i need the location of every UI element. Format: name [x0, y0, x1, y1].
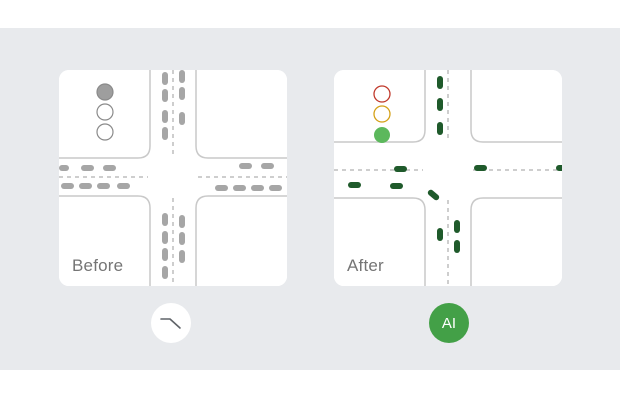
car — [437, 228, 443, 241]
traffic-light-middle — [96, 103, 114, 121]
before-intersection — [59, 70, 287, 286]
block-top-left — [59, 70, 151, 159]
car — [179, 112, 185, 125]
car — [233, 185, 246, 191]
car — [179, 215, 185, 228]
traffic-light-red — [373, 85, 391, 103]
after-cars — [348, 76, 562, 253]
car — [79, 183, 92, 189]
car — [117, 183, 130, 189]
block-top-right — [470, 70, 562, 143]
car — [437, 76, 443, 89]
car — [103, 165, 116, 171]
car — [162, 127, 168, 140]
after-label: After — [347, 256, 384, 275]
car — [215, 185, 228, 191]
block-top-right — [195, 70, 287, 159]
car — [59, 165, 69, 171]
car — [61, 183, 74, 189]
car — [239, 163, 252, 169]
after-intersection — [334, 70, 562, 286]
car — [394, 166, 407, 172]
car — [81, 165, 94, 171]
car — [179, 70, 185, 83]
car — [162, 266, 168, 279]
car — [179, 232, 185, 245]
block-bottom-left — [59, 195, 151, 286]
car — [390, 183, 403, 189]
before-panel: Before — [59, 70, 287, 286]
car — [162, 89, 168, 102]
car — [261, 163, 274, 169]
before-cars — [59, 70, 282, 279]
after-panel: After — [334, 70, 562, 286]
block-bottom-right — [470, 197, 562, 286]
car — [251, 185, 264, 191]
car — [474, 165, 487, 171]
traffic-light-bottom — [96, 123, 114, 141]
car — [162, 248, 168, 261]
car — [97, 183, 110, 189]
car — [162, 231, 168, 244]
car-turning — [427, 189, 440, 201]
car — [437, 98, 443, 111]
car — [348, 182, 361, 188]
block-bottom-left — [334, 197, 426, 286]
before-label: Before — [72, 256, 124, 275]
block-bottom-right — [195, 195, 287, 286]
traffic-light-top — [96, 83, 114, 101]
car — [437, 122, 443, 135]
car — [162, 72, 168, 85]
car — [162, 213, 168, 226]
car — [162, 110, 168, 123]
traffic-light-yellow — [373, 105, 391, 123]
traffic-light-green — [374, 127, 390, 143]
car — [179, 250, 185, 263]
car — [454, 220, 460, 233]
car — [269, 185, 282, 191]
car — [454, 240, 460, 253]
ai-badge-label: AI — [441, 314, 457, 332]
fixed-timing-badge — [151, 303, 191, 343]
car — [556, 165, 562, 171]
car — [179, 87, 185, 100]
fixed-timing-curve-icon — [160, 318, 181, 329]
ai-badge: AI — [429, 303, 469, 343]
